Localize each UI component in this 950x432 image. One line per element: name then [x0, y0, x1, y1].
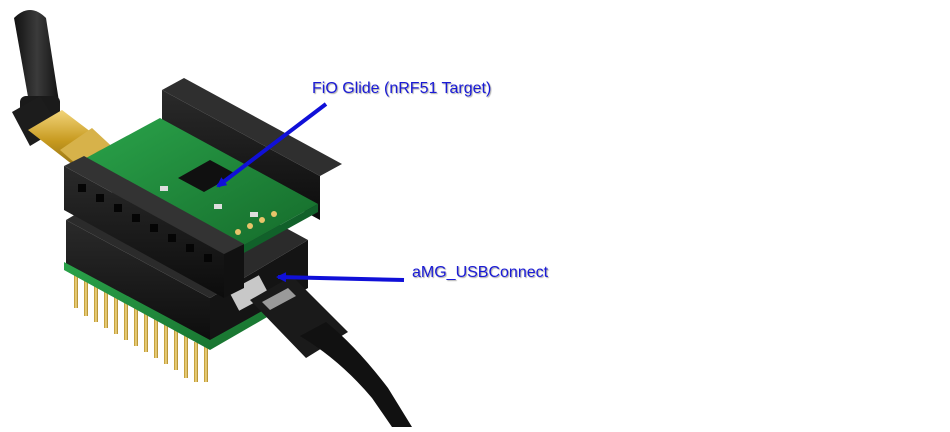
usb-cable-icon	[250, 276, 412, 427]
callout-arrow-fio	[216, 102, 328, 188]
callout-label-fio-glide: FiO Glide (nRF51 Target)	[312, 80, 492, 97]
fio-glide-board	[64, 78, 342, 298]
callout-arrow-usb	[276, 272, 405, 283]
callout-label-usb-connect: aMG_USBConnect	[412, 264, 549, 281]
